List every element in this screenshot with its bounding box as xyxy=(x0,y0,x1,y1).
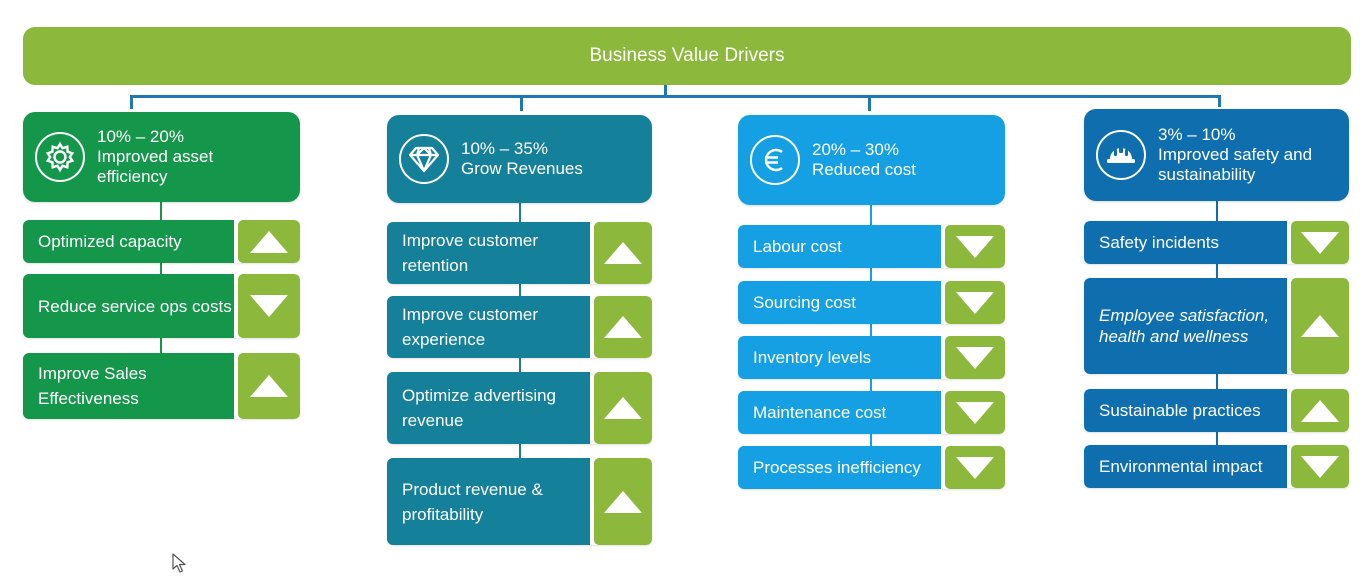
header-title: Improved asset efficiency xyxy=(97,147,214,186)
arrow-up-icon xyxy=(1291,389,1349,432)
arrow-down-icon xyxy=(1291,221,1349,264)
connector-drop-2 xyxy=(520,95,523,111)
arrow-down-icon xyxy=(945,225,1005,268)
column-header-asset-efficiency: 10% – 20% Improved asset efficiency xyxy=(23,112,300,202)
driver-label: Inventory levels xyxy=(738,336,941,379)
driver-label: Optimize advertising revenue xyxy=(387,372,590,444)
arrow-down-icon xyxy=(945,391,1005,434)
driver-label: Safety incidents xyxy=(1084,221,1287,264)
header-title: Improved safety and sustainability xyxy=(1158,145,1313,184)
header-title: Reduced cost xyxy=(812,160,916,179)
arrow-down-icon xyxy=(238,274,300,338)
mouse-cursor-icon xyxy=(172,553,188,578)
diagram-title: Business Value Drivers xyxy=(589,45,785,66)
driver-label: Environmental impact xyxy=(1084,445,1287,488)
driver-safety-incidents: Safety incidents xyxy=(1084,221,1349,264)
connector-drop-1 xyxy=(130,95,133,109)
driver-label: Improve customer retention xyxy=(387,222,590,284)
driver-sustainable-practices: Sustainable practices xyxy=(1084,389,1349,432)
connector-drop-3 xyxy=(868,95,871,111)
arrow-up-icon xyxy=(594,458,652,545)
driver-label: Processes inefficiency xyxy=(738,446,941,489)
header-title: Grow Revenues xyxy=(461,159,583,178)
driver-label: Maintenance cost xyxy=(738,391,941,434)
driver-label: Labour cost xyxy=(738,225,941,268)
driver-label: Product revenue & profitability xyxy=(387,458,590,545)
driver-improve-customer-experience: Improve customer experience xyxy=(387,296,652,358)
driver-product-revenue-profitability: Product revenue & profitability xyxy=(387,458,652,545)
gear-icon xyxy=(35,132,85,182)
connector-drop-4 xyxy=(1218,95,1221,107)
header-range: 10% – 35% xyxy=(461,139,548,158)
driver-label: Improve customer experience xyxy=(387,296,590,358)
column-spine-3 xyxy=(870,200,872,460)
driver-label: Employee satisfaction, health and wellne… xyxy=(1084,278,1287,374)
driver-label: Improve Sales Effectiveness xyxy=(23,353,234,419)
header-range: 10% – 20% xyxy=(97,127,184,146)
driver-label: Optimized capacity xyxy=(23,220,234,263)
arrow-up-icon xyxy=(594,372,652,444)
column-header-safety-sustainability: 3% – 10% Improved safety and sustainabil… xyxy=(1084,109,1349,201)
driver-label: Reduce service ops costs xyxy=(23,274,234,338)
arrow-down-icon xyxy=(945,336,1005,379)
diamond-icon xyxy=(399,134,449,184)
driver-label: Sourcing cost xyxy=(738,281,941,324)
arrow-up-icon xyxy=(1291,278,1349,374)
driver-employee-satisfaction: Employee satisfaction, health and wellne… xyxy=(1084,278,1349,374)
arrow-up-icon xyxy=(238,220,300,263)
arrow-up-icon xyxy=(594,222,652,284)
arrow-down-icon xyxy=(945,446,1005,489)
driver-reduce-service-ops-costs: Reduce service ops costs xyxy=(23,274,300,338)
driver-labour-cost: Labour cost xyxy=(738,225,1005,268)
euro-icon xyxy=(750,135,800,185)
column-header-grow-revenues: 10% – 35% Grow Revenues xyxy=(387,115,652,203)
driver-sourcing-cost: Sourcing cost xyxy=(738,281,1005,324)
title-bar: Business Value Drivers xyxy=(23,27,1351,85)
driver-maintenance-cost: Maintenance cost xyxy=(738,391,1005,434)
driver-environmental-impact: Environmental impact xyxy=(1084,445,1349,488)
header-range: 20% – 30% xyxy=(812,140,899,159)
arrow-up-icon xyxy=(238,353,300,419)
header-range: 3% – 10% xyxy=(1158,125,1236,144)
arrow-down-icon xyxy=(945,281,1005,324)
arrow-down-icon xyxy=(1291,445,1349,488)
driver-optimize-advertising-revenue: Optimize advertising revenue xyxy=(387,372,652,444)
connector-stem xyxy=(664,85,667,97)
arrow-up-icon xyxy=(594,296,652,358)
driver-improve-sales-effectiveness: Improve Sales Effectiveness xyxy=(23,353,300,419)
driver-optimized-capacity: Optimized capacity xyxy=(23,220,300,263)
driver-improve-customer-retention: Improve customer retention xyxy=(387,222,652,284)
driver-label: Sustainable practices xyxy=(1084,389,1287,432)
driver-inventory-levels: Inventory levels xyxy=(738,336,1005,379)
hard-hat-icon xyxy=(1096,130,1146,180)
column-header-reduced-cost: 20% – 30% Reduced cost xyxy=(738,115,1005,205)
driver-processes-inefficiency: Processes inefficiency xyxy=(738,446,1005,489)
connector-horizontal xyxy=(130,95,1221,98)
